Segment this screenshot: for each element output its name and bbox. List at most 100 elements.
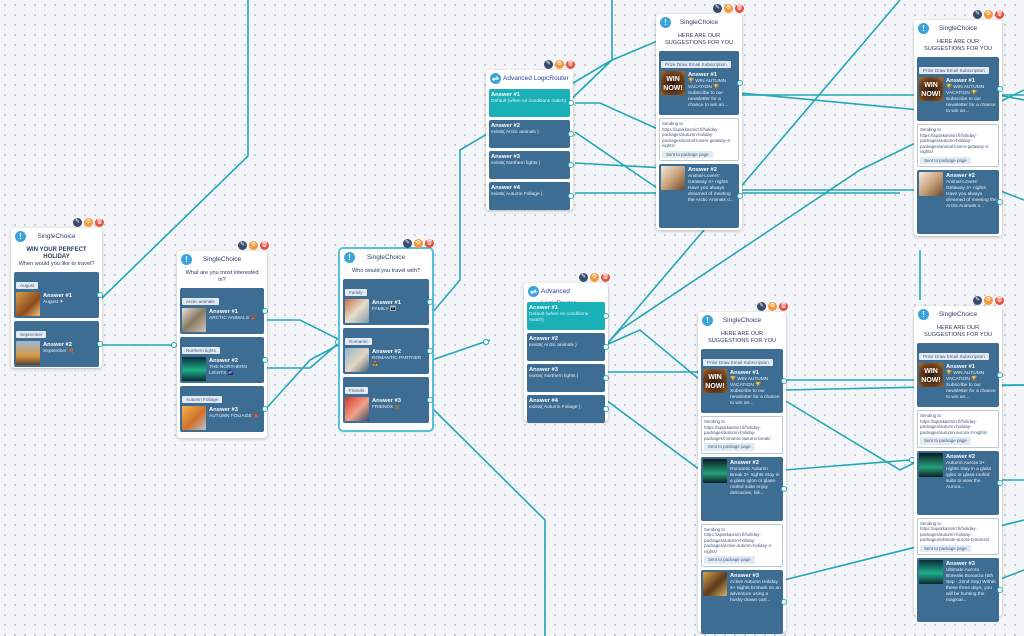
pencil-icon[interactable]: ✎ (403, 239, 412, 248)
output-port[interactable] (737, 193, 743, 199)
output-port[interactable] (427, 348, 433, 354)
output-port[interactable] (997, 372, 1003, 378)
output-port[interactable] (997, 587, 1003, 593)
answer-title: Answer #1 (43, 293, 72, 299)
suggestions-node[interactable]: ✎⚙🗑 !SingleChoice HERE ARE OUR SUGGESTIO… (698, 302, 788, 634)
redirect-url[interactable]: https://apukkasmirt.fi/holiday-packages/… (704, 424, 771, 441)
trash-icon[interactable]: 🗑 (995, 10, 1004, 19)
logic-router-node[interactable]: ✎⚙🗑 ⇌Advanced LogicRouter Answer #1Defau… (524, 273, 610, 423)
gear-icon[interactable]: ⚙ (555, 60, 564, 69)
suggestions-node[interactable]: ✎⚙🗑 !SingleChoice HERE ARE OUR SUGGESTIO… (914, 296, 1004, 622)
sent-to-page-badge: Sent to package page (920, 544, 971, 552)
output-port[interactable] (997, 199, 1003, 205)
output-port[interactable] (568, 100, 574, 106)
gear-icon[interactable]: ⚙ (724, 4, 733, 13)
gear-icon[interactable]: ⚙ (249, 241, 258, 250)
trash-icon[interactable]: 🗑 (735, 4, 744, 13)
output-port[interactable] (997, 479, 1003, 486)
pencil-icon[interactable]: ✎ (544, 60, 553, 69)
output-port[interactable] (603, 375, 609, 381)
trash-icon[interactable]: 🗑 (601, 273, 610, 282)
output-port[interactable] (781, 378, 787, 384)
output-port[interactable] (603, 313, 609, 319)
gear-icon[interactable]: ⚙ (984, 296, 993, 305)
output-port[interactable] (568, 162, 574, 168)
pencil-icon[interactable]: ✎ (579, 273, 588, 282)
answer-tag: Arctic animals (182, 298, 219, 305)
pencil-icon[interactable]: ✎ (973, 296, 982, 305)
output-port[interactable] (97, 341, 103, 347)
redirect-url[interactable]: https://apukkasmirt.fi/holiday-packages/… (662, 126, 732, 149)
output-port[interactable] (603, 344, 609, 350)
gear-icon[interactable]: ⚙ (414, 239, 423, 248)
output-port[interactable] (97, 292, 103, 298)
answer-title: Answer #2 (209, 358, 238, 364)
trash-icon[interactable]: 🗑 (95, 218, 104, 227)
output-port[interactable] (262, 357, 268, 363)
redirect-url[interactable]: https://apukkasmirt.fi/holiday-packages/… (920, 526, 990, 542)
answer-prize-draw[interactable]: Prize Draw Email Subscription WIN NOW!An… (701, 349, 787, 413)
package-image (703, 458, 727, 483)
output-port[interactable] (568, 193, 574, 199)
redirect-url[interactable]: https://apukkasmirt.fi/holiday-packages/… (704, 532, 773, 554)
gear-icon[interactable]: ⚙ (768, 302, 777, 311)
gear-icon[interactable]: ⚙ (984, 10, 993, 19)
output-port[interactable] (781, 598, 787, 605)
trash-icon[interactable]: 🗑 (779, 302, 788, 311)
output-port[interactable] (781, 485, 787, 492)
trash-icon[interactable]: 🗑 (260, 241, 269, 250)
output-port[interactable] (997, 86, 1003, 92)
interest-question-node[interactable]: ✎⚙🗑 !SingleChoice What are you most inte… (177, 241, 269, 438)
suggestions-node[interactable]: ✎⚙🗑 !SingleChoice HERE ARE OUR SUGGESTIO… (914, 10, 1004, 236)
output-port[interactable] (427, 299, 433, 305)
pencil-icon[interactable]: ✎ (713, 4, 722, 13)
trash-icon[interactable]: 🗑 (425, 239, 434, 248)
trash-icon[interactable]: 🗑 (995, 296, 1004, 305)
companion-question-node[interactable]: ✎⚙🗑 !SingleChoice Who would you travel w… (338, 239, 434, 432)
pencil-icon[interactable]: ✎ (73, 218, 82, 227)
output-port[interactable] (568, 131, 574, 137)
trash-icon[interactable]: 🗑 (566, 60, 575, 69)
output-port[interactable] (262, 308, 268, 314)
redirect-url[interactable]: https://apukkasmirt.fi/holiday-packages/… (920, 418, 988, 435)
answer-prize-draw[interactable]: Prize Draw Email Subscription WIN NOW!An… (659, 51, 743, 115)
pencil-icon[interactable]: ✎ (238, 241, 247, 250)
pencil-icon[interactable]: ✎ (757, 302, 766, 311)
output-port[interactable] (427, 397, 433, 403)
gear-icon[interactable]: ⚙ (590, 273, 599, 282)
output-port[interactable] (737, 80, 743, 86)
start-question-node[interactable]: ✎⚙🗑 !SingleChoice WIN YOUR PERFECT HOLID… (11, 218, 104, 368)
answer-prize-draw[interactable]: Prize Draw Email Subscription WIN NOW!An… (917, 57, 1003, 121)
output-port[interactable] (603, 406, 609, 412)
suggestions-node[interactable]: ✎⚙🗑 !SingleChoice HERE ARE OUR SUGGESTIO… (656, 4, 744, 230)
answer-text: Autumn Aurora 3+ nights Stay in a glass … (946, 460, 992, 490)
redirect-url[interactable]: https://apukkasmirt.fi/holiday-packages/… (920, 132, 990, 155)
output-port[interactable] (262, 406, 268, 412)
answer-prize-draw[interactable]: Prize Draw Email Subscription WIN NOW!An… (917, 343, 1003, 407)
pencil-icon[interactable]: ✎ (973, 10, 982, 19)
gear-icon[interactable]: ⚙ (84, 218, 93, 227)
